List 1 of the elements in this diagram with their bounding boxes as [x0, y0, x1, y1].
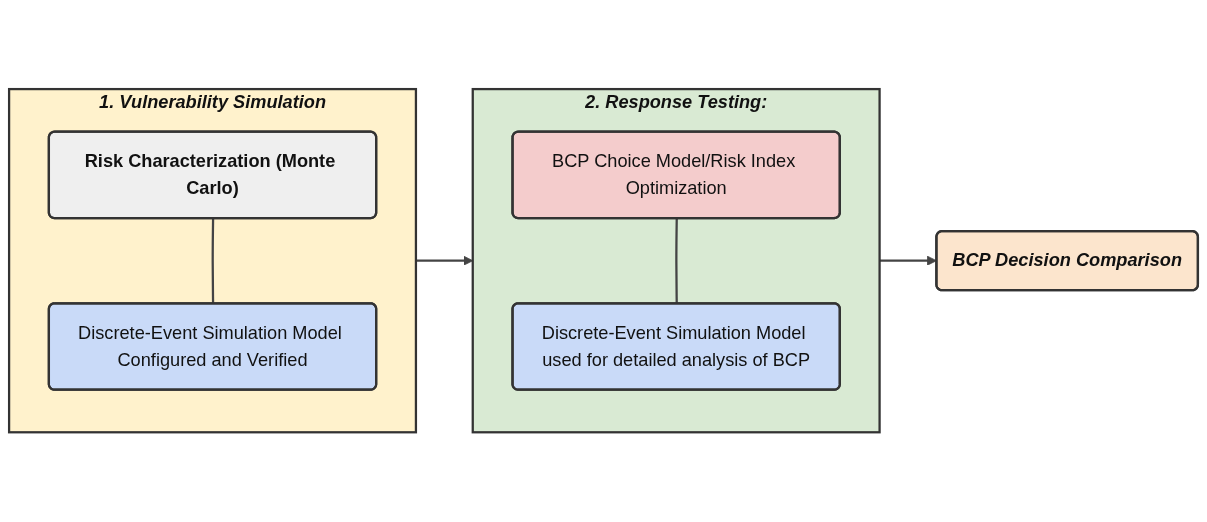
arrow: [879, 256, 937, 266]
